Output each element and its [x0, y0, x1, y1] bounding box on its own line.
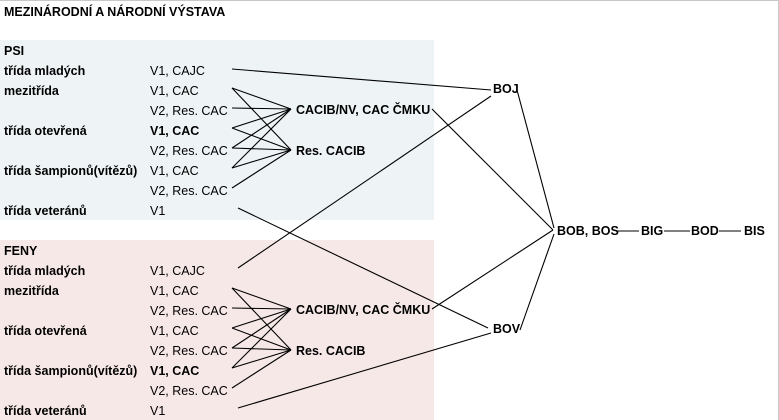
psi-class-label: třída veteránů: [4, 204, 87, 218]
connector: [231, 108, 292, 169]
connector: [237, 332, 492, 409]
psi-class-label: třída mladých: [4, 64, 86, 78]
feny-section-background: [0, 240, 434, 420]
psi-grade-label: V1, CAC: [150, 84, 199, 98]
psi-grade-label: V2, Res. CAC: [150, 144, 228, 158]
connector: [231, 308, 292, 369]
feny-class-label: třída otevřená: [4, 324, 87, 338]
top-border: [0, 0, 779, 1]
feny-res-cacib-node: Res. CACIB: [296, 344, 366, 358]
feny-class-label: třída veteránů: [4, 404, 87, 418]
feny-grade-label: V1, CAC: [150, 324, 199, 338]
page-title: MEZINÁRODNÍ A NÁRODNÍ VÝSTAVA: [4, 5, 226, 19]
psi-section-background: [0, 40, 434, 220]
psi-heading: PSI: [4, 44, 25, 58]
feny-grade-label: V2, Res. CAC: [150, 344, 228, 358]
feny-grade-label: V1, CAC: [150, 364, 200, 378]
connector: [431, 108, 554, 231]
connector: [231, 308, 292, 349]
feny-class-label: třída mladých: [4, 264, 86, 278]
boj-node: BOJ: [493, 82, 519, 96]
psi-class-label: třída šampionů(vítězů): [4, 164, 138, 178]
connector: [231, 108, 292, 149]
connector: [231, 307, 292, 310]
feny-class-label: mezitřída: [4, 284, 59, 298]
connector: [231, 87, 292, 110]
connector: [231, 87, 292, 151]
feny-grade-label: V1, CAC: [150, 284, 199, 298]
psi-class-label: mezitřída: [4, 84, 59, 98]
psi-grade-label: V1, CAJC: [150, 64, 205, 78]
connector: [231, 68, 492, 91]
psi-grade-label: V1, CAC: [150, 164, 199, 178]
psi-grade-label: V1, CAC: [150, 124, 200, 138]
psi-grade-label: V2, Res. CAC: [150, 104, 228, 118]
psi-grade-label: V1: [150, 204, 166, 218]
connector: [231, 287, 292, 351]
connector: [516, 89, 555, 229]
connector: [231, 149, 292, 189]
connector: [231, 147, 292, 151]
connector: [237, 95, 492, 269]
bov-node: BOV: [493, 322, 521, 336]
psi-res-cacib-node: Res. CACIB: [296, 144, 366, 158]
connector: [231, 349, 292, 389]
big-node: BIG: [641, 224, 664, 238]
bob-bos-node: BOB, BOS: [557, 224, 619, 238]
feny-grade-label: V2, Res. CAC: [150, 384, 228, 398]
connector: [231, 107, 292, 110]
feny-grade-label: V1: [150, 404, 166, 418]
psi-class-label: třída otevřená: [4, 124, 87, 138]
feny-grade-label: V1, CAJC: [150, 264, 205, 278]
connector: [231, 349, 292, 369]
bod-node: BOD: [691, 224, 719, 238]
connector: [231, 149, 292, 169]
feny-class-label: třída šampionů(vítězů): [4, 364, 138, 378]
connector: [231, 347, 292, 351]
connector: [431, 229, 554, 310]
feny-heading: FENY: [4, 244, 38, 258]
psi-grade-label: V2, Res. CAC: [150, 184, 228, 198]
feny-cacib-node: CACIB/NV, CAC ČMKU: [296, 303, 431, 317]
connector: [237, 207, 489, 329]
psi-cacib-node: CACIB/NV, CAC ČMKU: [296, 103, 431, 117]
connector: [519, 233, 555, 331]
connector: [231, 287, 292, 310]
bis-node: BIS: [744, 224, 765, 238]
feny-grade-label: V2, Res. CAC: [150, 304, 228, 318]
